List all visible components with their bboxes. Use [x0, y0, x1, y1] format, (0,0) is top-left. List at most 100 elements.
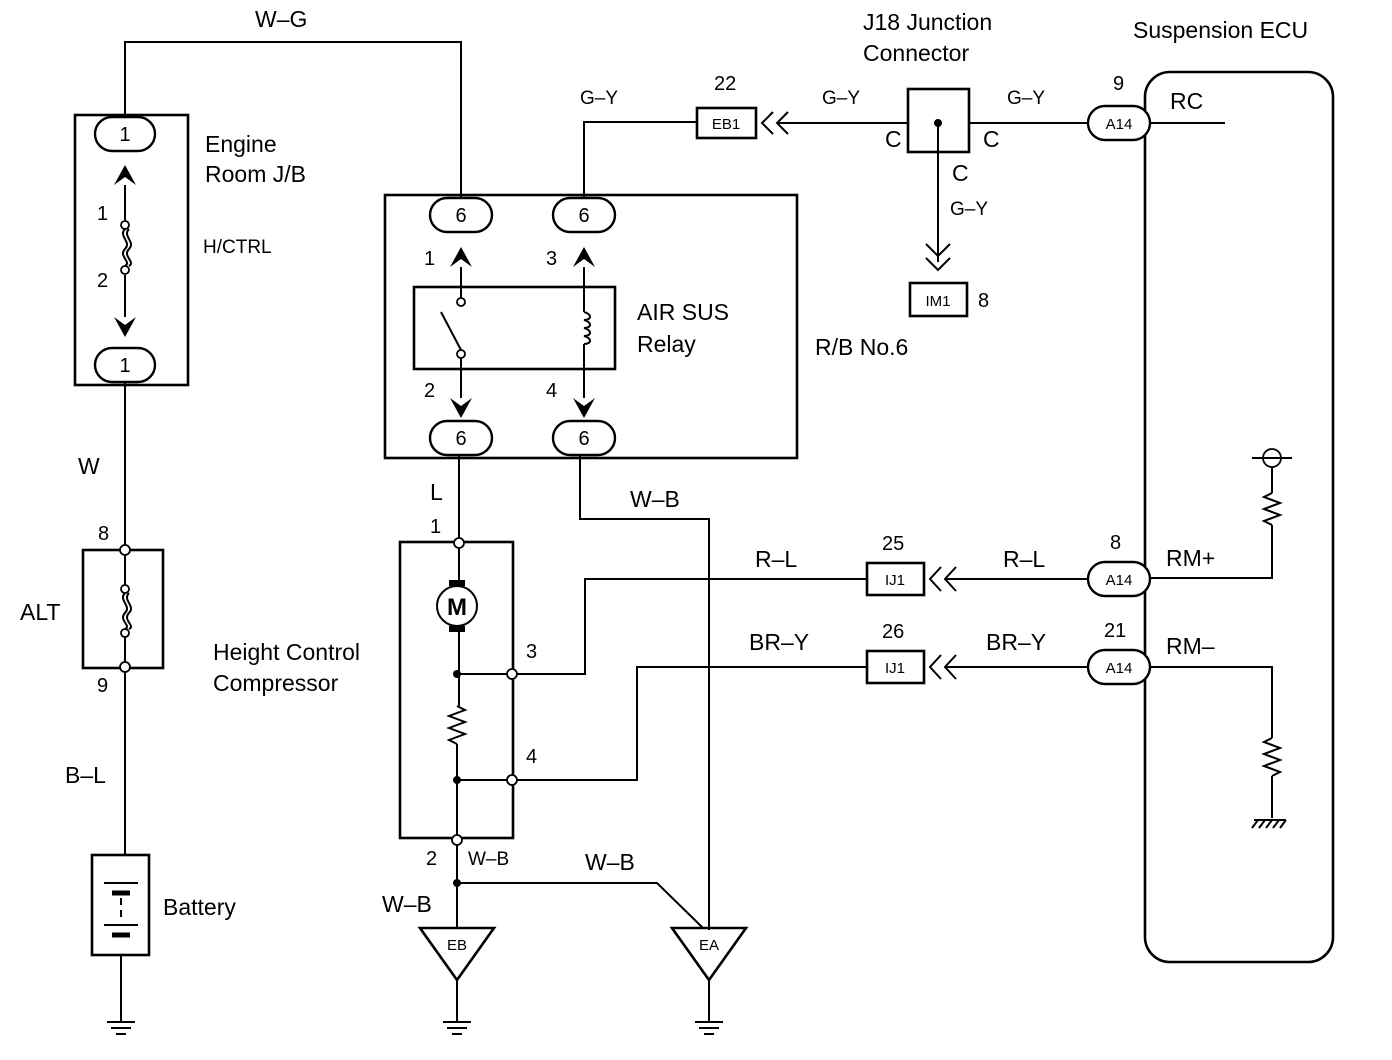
- ecu-terminal-rm-minus: RM–: [1166, 633, 1215, 659]
- relay-label-1: AIR SUS: [637, 299, 729, 325]
- wire-label-g-y-2: G–Y: [822, 88, 860, 109]
- wire-label-br-y-2: BR–Y: [986, 629, 1046, 655]
- relay-pin-3: 3: [546, 248, 557, 270]
- ecu-terminal-rc: RC: [1170, 88, 1203, 114]
- compressor-pin-2: 2: [426, 848, 437, 870]
- ground-eb: EB: [417, 926, 497, 1035]
- wire-w-g: [124, 41, 462, 198]
- wire-label-w-b-3: W–B: [585, 849, 635, 875]
- jb-arrow-down-icon: [114, 317, 136, 337]
- jb-bottom-connector-label: 1: [119, 355, 130, 377]
- wire-br-y: [517, 666, 867, 781]
- jb-top-connector-label: 1: [119, 124, 130, 146]
- alt-label: ALT: [20, 599, 60, 625]
- resistor-icon: [1261, 492, 1283, 526]
- compressor-resistor-icon: [446, 705, 468, 745]
- wire-label-br-y-1: BR–Y: [749, 629, 809, 655]
- relay-pin-2: 2: [424, 380, 435, 402]
- suspension-ecu: [1143, 70, 1335, 964]
- wire-rm-plus-internal: [1150, 525, 1273, 579]
- jb-arrow-up-icon: [114, 165, 136, 185]
- a14-rmp-code: A14: [1106, 572, 1133, 589]
- relay-switch-icon: [440, 311, 462, 351]
- wire-label-r-l-1: R–L: [755, 546, 797, 572]
- alt-fuse: [81, 544, 165, 673]
- battery-icon: [90, 853, 151, 1022]
- ground-eb-label: EB: [447, 937, 467, 954]
- relay-pin-4: 4: [546, 380, 557, 402]
- compressor-label-1: Height Control: [213, 639, 360, 665]
- wire-label-b-l: B–L: [65, 762, 106, 788]
- relay-connector-bottom-2: 6: [578, 428, 589, 450]
- wire-label-w-b-2: W–B: [468, 849, 509, 870]
- wire-w-b-relay: [579, 455, 710, 930]
- fuse-label: H/CTRL: [203, 237, 272, 258]
- alt-pin-8: 8: [98, 523, 109, 545]
- compressor-pin-3: 3: [526, 641, 537, 663]
- relay-label-2: Relay: [637, 331, 696, 357]
- j18-label-1: J18 Junction: [863, 9, 992, 35]
- a14-rmm-pin: 21: [1104, 620, 1126, 642]
- relay-connector-top-2: 6: [578, 205, 589, 227]
- resistor-icon-2: [1261, 737, 1283, 777]
- ecu-label: Suspension ECU: [1133, 17, 1308, 43]
- jb-pin-1: 1: [97, 203, 108, 225]
- wire-r-l: [517, 578, 867, 675]
- j18-terminal-right: C: [983, 126, 1000, 152]
- relay-box-label: R/B No.6: [815, 334, 908, 360]
- connector-ij1-25: IJ1: [865, 561, 1088, 597]
- ecu-terminal-rm-plus: RM+: [1166, 545, 1215, 571]
- eb1-code: EB1: [712, 116, 740, 133]
- wire-label-r-l-2: R–L: [1003, 546, 1045, 572]
- engine-room-jb-label-1: Engine: [205, 131, 277, 157]
- motor-label: M: [447, 594, 467, 621]
- wire-label-w-b-4: W–B: [382, 891, 432, 917]
- eb1-pin: 22: [714, 73, 736, 95]
- j18-terminal-bottom: C: [952, 160, 969, 186]
- compressor-label-2: Compressor: [213, 670, 339, 696]
- relay-connector-bottom-1: 6: [455, 428, 466, 450]
- wire-label-l: L: [430, 479, 443, 505]
- chassis-ground-icon: [1251, 819, 1287, 829]
- wire-label-g-y-3: G–Y: [1007, 88, 1045, 109]
- ground-icon: [107, 1021, 135, 1035]
- ij1-25-pin: 25: [882, 533, 904, 555]
- j18-junction-connector: [906, 87, 1088, 272]
- engine-room-jb: 1 1 1 2: [73, 113, 190, 387]
- battery-label: Battery: [163, 894, 236, 920]
- im1-pin: 8: [978, 290, 989, 312]
- ij1-25-code: IJ1: [885, 572, 905, 589]
- wire-label-g-y-1: G–Y: [580, 88, 618, 109]
- a14-rmm-code: A14: [1106, 660, 1133, 677]
- wire-label-w-b-1: W–B: [630, 486, 680, 512]
- ground-ea-label: EA: [699, 937, 719, 954]
- connector-im1: IM1: [908, 281, 969, 318]
- wire-label-w: W: [78, 453, 100, 479]
- a14-rc-pin: 9: [1113, 73, 1124, 95]
- jb-pin-2: 2: [97, 270, 108, 292]
- compressor-pin-1: 1: [430, 516, 441, 538]
- engine-room-jb-label-2: Room J/B: [205, 161, 306, 187]
- j18-terminal-left: C: [885, 126, 902, 152]
- a14-rmp-pin: 8: [1110, 532, 1121, 554]
- a14-rc-code: A14: [1106, 116, 1133, 133]
- wire-rm-minus-internal: [1150, 666, 1273, 738]
- j18-label-2: Connector: [863, 40, 969, 66]
- ij1-26-code: IJ1: [885, 660, 905, 677]
- wire-label-g-y-4: G–Y: [950, 199, 988, 220]
- relay-pin-1: 1: [424, 248, 435, 270]
- relay-box: 6 6 6 6: [383, 193, 799, 460]
- relay-coil-icon: [583, 311, 591, 345]
- ground-ea: EA: [669, 926, 749, 1035]
- ij1-26-pin: 26: [882, 621, 904, 643]
- wire-g-y-relay: [583, 121, 697, 198]
- height-control-compressor: M: [398, 537, 518, 846]
- alt-pin-9: 9: [97, 675, 108, 697]
- wire-label-w-g: W–G: [255, 6, 307, 32]
- alt-fuse-icon: [122, 592, 128, 630]
- fuse-icon: [122, 228, 128, 267]
- connector-eb1: EB1: [695, 106, 908, 140]
- compressor-pin-4: 4: [526, 746, 537, 768]
- connector-ij1-26: IJ1: [865, 649, 1088, 685]
